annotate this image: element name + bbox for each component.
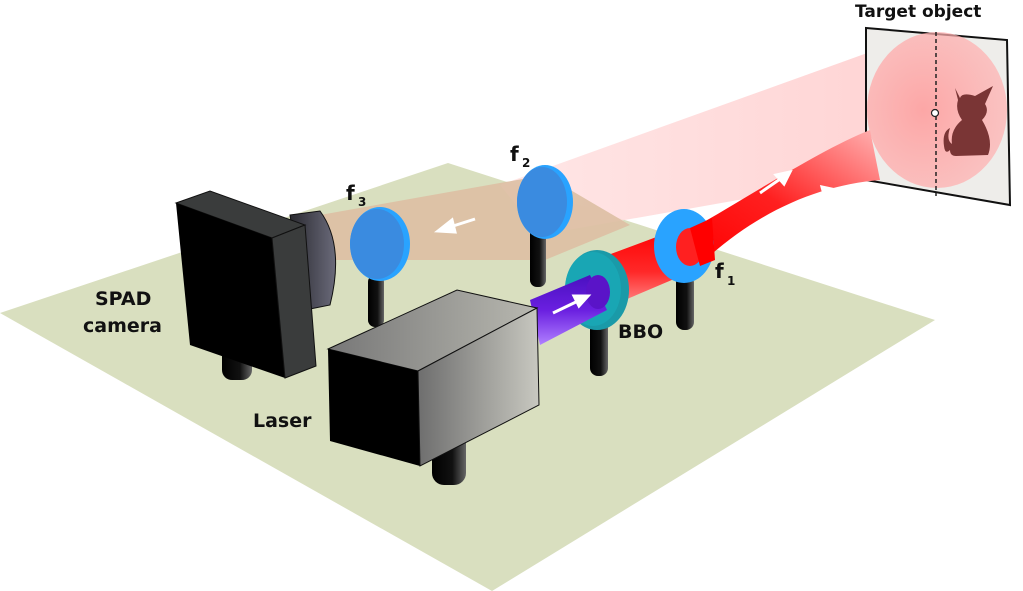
- target-screen: [865, 26, 1012, 207]
- f2-label: f: [510, 142, 519, 166]
- signal-beam-expanding: [690, 130, 880, 260]
- direction-arrow-icon: [552, 294, 592, 315]
- f2-subscript: 2: [522, 156, 530, 170]
- center-marker: [930, 108, 940, 118]
- direction-arrow-icon: [433, 217, 476, 234]
- lens-f3: [350, 207, 410, 327]
- direction-arrow-icon: [800, 185, 840, 204]
- target-object-label: Target object: [855, 2, 981, 22]
- spad-camera-label-line2: camera: [83, 315, 162, 337]
- f3-label: f: [346, 181, 355, 205]
- lens-f2: [517, 165, 573, 287]
- direction-arrow-icon: [759, 169, 793, 195]
- pump-beam-end: [586, 275, 610, 309]
- signal-beam-after-f1: [690, 218, 715, 266]
- f1-label: f: [715, 259, 724, 283]
- cat-icon: [943, 86, 993, 156]
- bbo-post: [590, 318, 608, 376]
- spad-camera-label-line1: SPAD: [95, 288, 151, 310]
- bbo-label: BBO: [618, 321, 663, 343]
- spad-camera: [174, 190, 337, 380]
- f1-subscript: 1: [727, 274, 735, 288]
- f3-subscript: 3: [358, 195, 366, 209]
- laser-label: Laser: [253, 410, 312, 432]
- f1-post: [676, 275, 694, 330]
- laser: [326, 289, 540, 485]
